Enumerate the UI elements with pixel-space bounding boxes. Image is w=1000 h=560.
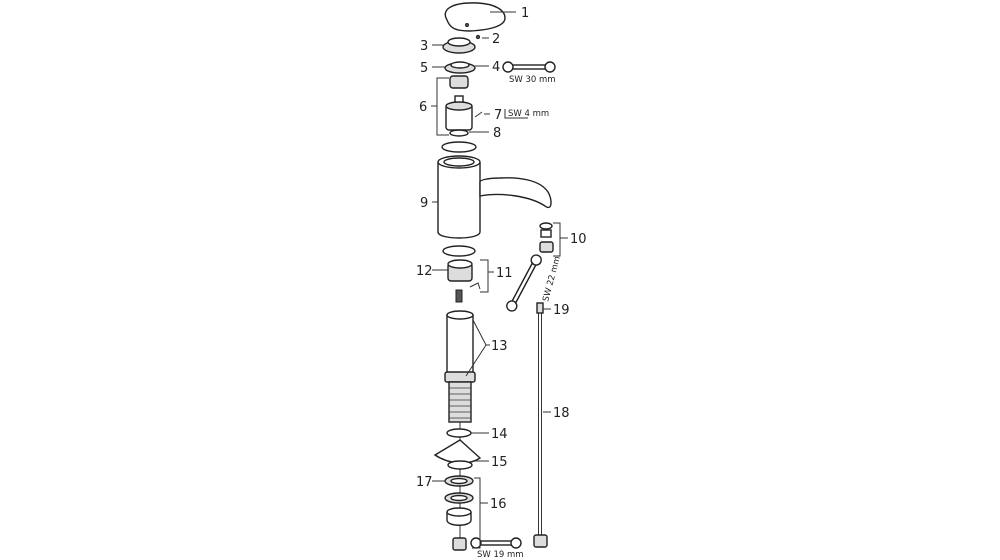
part-label-14: 14 xyxy=(491,427,508,442)
part-label-10: 10 xyxy=(570,232,587,247)
part-6-cartridge xyxy=(445,75,473,131)
part-12-diverter xyxy=(447,259,473,282)
part-14-o-ring xyxy=(446,428,472,438)
part-label-12: 12 xyxy=(416,264,433,279)
part-label-13: 13 xyxy=(491,339,508,354)
part-label-3: 3 xyxy=(420,39,428,54)
nut xyxy=(452,537,467,551)
part-label-1: 1 xyxy=(521,6,529,21)
hex-key-4-icon xyxy=(504,109,528,119)
part-15-stabilizer-plate xyxy=(433,439,482,470)
part-10-aerator xyxy=(539,222,554,253)
wrench-30-icon xyxy=(502,61,556,73)
part-2-screw xyxy=(475,34,481,40)
part-label-7: 7 xyxy=(494,108,502,123)
tool-label-sw30: SW 30 mm xyxy=(509,75,556,85)
part-11-clip xyxy=(469,282,481,290)
part-9-faucet-body xyxy=(437,155,552,239)
part-label-6: 6 xyxy=(419,100,427,115)
part-18-supply-hose xyxy=(533,312,548,548)
part-label-18: 18 xyxy=(553,406,570,421)
part-13-threaded-shank xyxy=(444,310,476,423)
part-8-seal xyxy=(449,129,469,137)
part-label-17: 17 xyxy=(416,475,433,490)
wrench-22-icon xyxy=(506,254,542,312)
part-label-2: 2 xyxy=(492,32,500,47)
part-label-9: 9 xyxy=(420,196,428,211)
part-label-15: 15 xyxy=(491,455,508,470)
part-label-11: 11 xyxy=(496,266,513,281)
part-label-5: 5 xyxy=(420,61,428,76)
connector xyxy=(455,289,463,303)
wrench-19-icon xyxy=(470,537,522,549)
part-1-lever-handle xyxy=(444,2,506,32)
tool-label-sw22: SW 22 mm xyxy=(541,255,563,303)
part-label-8: 8 xyxy=(493,126,501,141)
part-label-16: 16 xyxy=(490,497,507,512)
tool-label-sw4: SW 4 mm xyxy=(508,109,549,119)
o-ring xyxy=(441,141,477,153)
part-19-hose-nipple xyxy=(536,302,544,314)
part-3-cap xyxy=(442,37,476,54)
part-label-4: 4 xyxy=(492,60,500,75)
o-ring xyxy=(442,245,476,257)
leader-lines xyxy=(431,11,568,549)
part-label-19: 19 xyxy=(553,303,570,318)
part-5-nut xyxy=(444,61,476,74)
part-16-fixing-set xyxy=(444,475,474,526)
part-7-screw xyxy=(474,111,483,118)
tool-label-sw19: SW 19 mm xyxy=(477,550,524,560)
